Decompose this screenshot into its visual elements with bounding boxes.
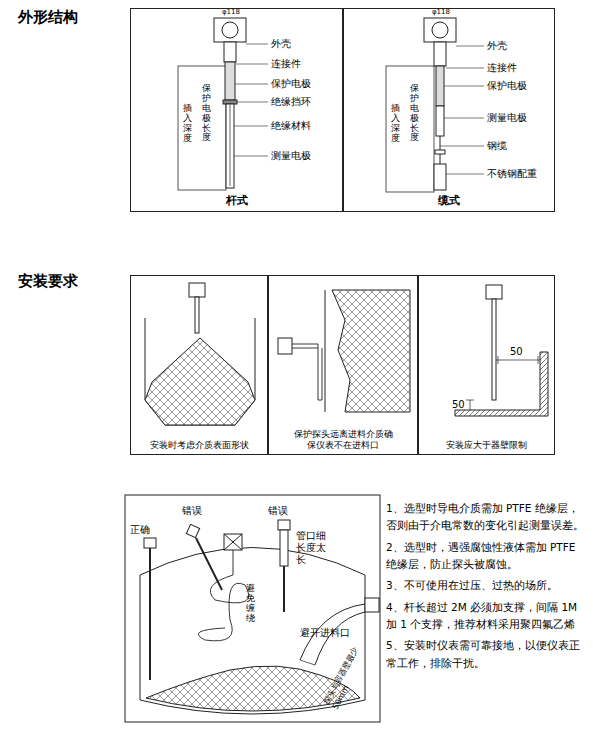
part-label: 正确 [130,524,150,536]
figure-panel: 安装时考虑介质表面形状 [130,275,268,455]
part-label: 保护电极 [271,78,311,90]
figure-panel: 缆式 [343,8,555,212]
part-label: 测量电极 [271,150,311,162]
part-label: 连接件 [487,62,517,74]
part-label: 保护电极长度 [410,84,419,143]
part-label: 避开进料口 [300,627,350,639]
part-label: 绝缘挡环 [271,96,311,108]
part-label: 测量电极 [487,112,527,124]
install-note: 2、选型时，遇强腐蚀性液体需加 PTFE 绝缘层，防止探头被腐蚀。 [386,539,588,574]
install-note: 5、安装时仪表需可靠接地，以便仪表正常工作，排除干扰。 [386,637,588,672]
section-heading: 外形结构 [18,8,78,26]
panel-caption: 安装时考虑介质表面形状 [134,440,264,451]
panel-caption: 安装应大于器壁限制 [422,440,552,451]
figure-panel: 杆式 [130,8,343,212]
figure-panel: 保护探头远离进料介质确保仪表不在进料口 [268,275,418,455]
install-note: 3、不可使用在过压、过热的场所。 [386,577,588,594]
part-label: 50 [510,346,523,358]
figure-panel: 安装应大于器壁限制 [418,275,555,455]
part-label: 避免缠绕 [246,584,255,624]
part-label: 外壳 [487,40,507,52]
install-note: 1、选型时导电介质需加 PTFE 绝缘层，否则由于介电常数的变化引起测量误差。 [386,500,588,535]
part-label: 插入深度 [183,104,192,144]
section-heading: 安装要求 [18,272,78,290]
dimension-label: φ118 [432,8,450,16]
part-label: 连接件 [271,58,301,70]
dimension-label: φ118 [222,8,240,16]
part-label: 错误 [182,505,202,517]
panel-caption: 杆式 [133,194,340,208]
panel-caption: 缆式 [346,194,552,208]
panel-caption: 保护探头远离进料介质确保仪表不在进料口 [291,429,395,452]
part-label: 钢缆 [487,140,507,152]
part-label: 外壳 [271,38,291,50]
part-label: 插入深度 [391,104,400,144]
part-label: 管口细长度太长 [296,530,334,566]
part-label: 错误 [268,505,288,517]
part-label: 不锈钢配重 [487,168,537,180]
part-label: 50 [452,399,465,411]
notes-column: 1、选型时导电介质需加 PTFE 绝缘层，否则由于介电常数的变化引起测量误差。 2… [386,500,588,676]
part-label: 保护电极长度 [202,84,211,143]
part-label: 保护电极 [487,80,527,92]
part-label: 绝缘材料 [271,120,311,132]
install-note: 4、杆长超过 2M 必须加支撑，间隔 1M 加 1 个支撑，推荐材料采用聚四氟乙… [386,599,588,634]
